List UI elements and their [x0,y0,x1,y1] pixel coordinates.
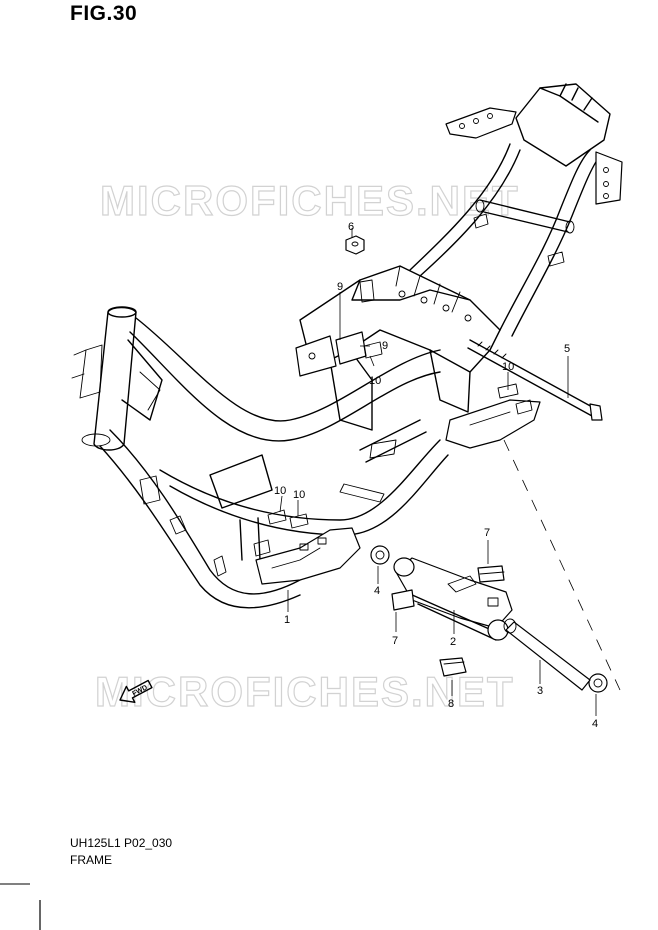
diagram-part-code: UH125L1 P02_030 [70,836,173,850]
callout-8: 8 [448,698,454,710]
callout-4-right: 4 [592,718,598,730]
callout-9-lower: 9 [382,340,388,352]
callout-6: 6 [348,221,354,233]
callout-5: 5 [564,343,570,355]
callout-10-floor-left: 10 [274,485,286,497]
cushion-lower [391,589,415,611]
callout-9-upper: 9 [337,281,343,293]
callout-2: 2 [450,636,456,648]
callout-4-left: 4 [374,585,380,597]
figure-title: FIG.30 [70,2,138,25]
engine-mount-bracket [393,557,513,641]
callout-7-lower: 7 [392,635,398,647]
callout-1: 1 [284,614,290,626]
pivot-pipe [503,618,591,691]
main-frame [71,83,623,609]
nut [345,235,365,255]
bush-right [588,673,608,693]
callout-3: 3 [537,685,543,697]
clamp [439,657,467,677]
cushion-upper [477,565,505,583]
bush-left [370,545,390,565]
rear-long-bolt [467,339,603,421]
callout-10-rear-box: 10 [369,375,381,387]
callout-10-floor-right: 10 [293,489,305,501]
leader-lines [279,228,597,716]
callout-10-footrest: 10 [502,361,514,373]
callout-7-upper: 7 [484,527,490,539]
watermark-top: MICROFICHES.NET [100,177,520,224]
diagram-part-name: FRAME [70,853,112,867]
callouts: 1 2 3 4 4 5 6 7 7 8 9 9 10 10 10 10 10 [274,221,598,730]
exploded-view-line [503,439,621,691]
